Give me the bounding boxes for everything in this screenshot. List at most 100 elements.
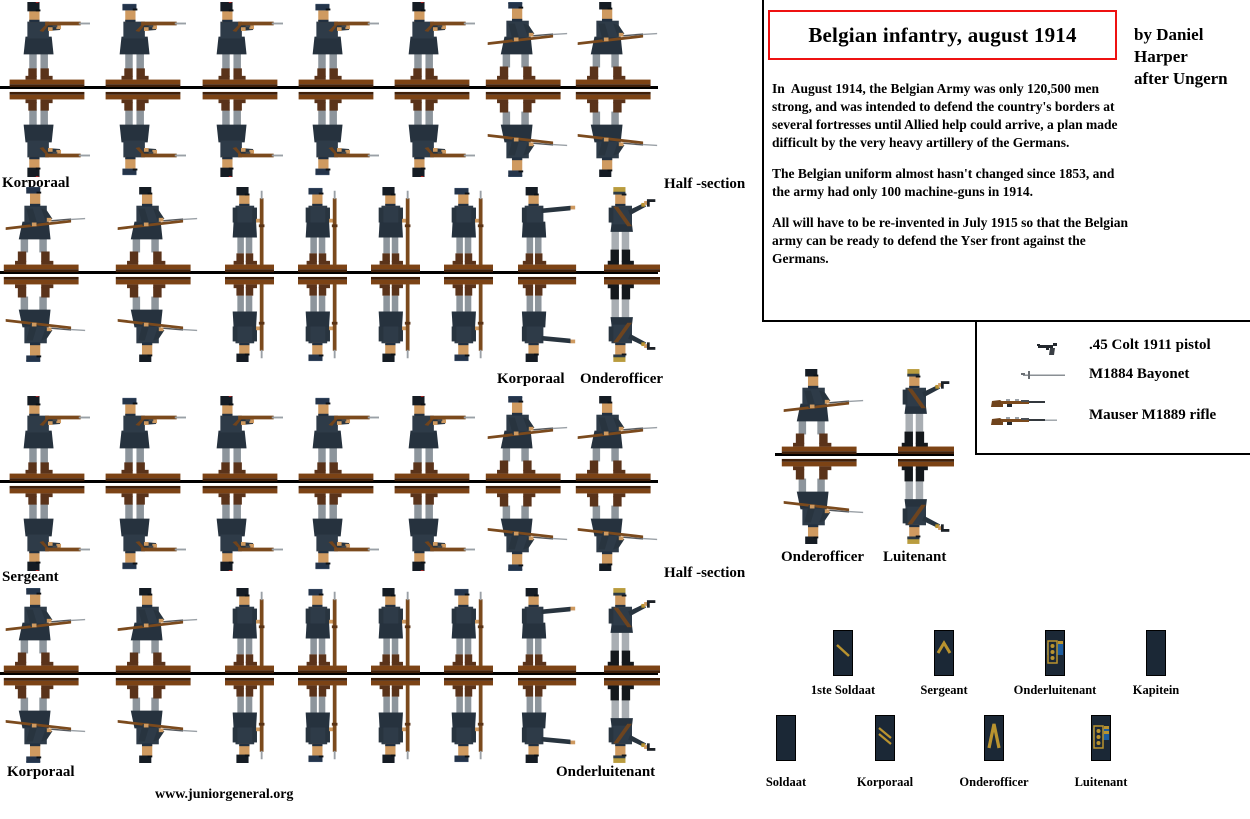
rank-insignia-badge — [1045, 630, 1065, 676]
soldier-sprite-mirrored — [444, 677, 494, 763]
soldier-sprite — [224, 588, 274, 674]
rifle-icon — [991, 399, 1057, 425]
weapon-label-pistol: .45 Colt 1911 pistol — [1089, 337, 1211, 353]
soldier-sprite — [485, 396, 567, 482]
figure-advance — [112, 187, 200, 362]
figure-row-3 — [0, 396, 660, 571]
soldier-sprite-mirrored — [575, 485, 658, 571]
figure-attention — [371, 588, 421, 763]
soldier-sprite — [202, 396, 283, 482]
soldier-sprite-mirrored — [394, 485, 476, 571]
soldier-sprite-mirrored — [3, 677, 86, 763]
figure-attention — [371, 187, 421, 362]
soldier-sprite — [202, 2, 283, 88]
command-pair — [775, 369, 954, 544]
rank-insignia-label: Kapitein — [1132, 683, 1180, 697]
soldier-sprite — [105, 397, 187, 482]
soldier-sprite — [485, 2, 567, 88]
row2-label-onderofficer: Onderofficer — [580, 371, 664, 387]
soldier-sprite-mirrored — [781, 458, 864, 544]
soldier-sprite-mirrored — [485, 485, 567, 571]
soldier-sprite-mirrored — [297, 677, 347, 763]
title-box: Belgian infantry, august 1914 — [768, 10, 1117, 60]
soldier-sprite — [371, 588, 421, 674]
row3-label-half-section: Half -section — [664, 565, 746, 581]
rank-insignia-1ste-soldaat: 1ste Soldaat — [778, 630, 908, 698]
soldier-sprite-mirrored — [297, 276, 347, 362]
figure-advance — [572, 396, 660, 571]
soldier-sprite-mirrored — [371, 276, 421, 362]
rank-insignia-badge — [1091, 715, 1111, 761]
soldier-sprite-mirrored — [202, 91, 283, 177]
soldier-sprite-mirrored — [517, 677, 576, 763]
soldier-sprite-mirrored — [298, 91, 379, 176]
weapon-label-rifle: Mauser M1889 rifle — [1089, 407, 1217, 423]
soldier-sprite-mirrored — [517, 276, 576, 362]
byline-line: after Ungern — [1134, 69, 1228, 88]
soldier-sprite — [517, 588, 576, 674]
rank-insignia-label: Soldaat — [765, 775, 807, 789]
rank-insignia-badge — [875, 715, 895, 761]
figure-firing — [385, 396, 479, 571]
soldier-sprite — [9, 396, 90, 482]
soldier-sprite — [105, 3, 187, 88]
rank-insignia-label: Onderofficer — [959, 775, 1029, 789]
soldier-sprite — [444, 588, 494, 674]
figure-firing — [193, 396, 287, 571]
figure-attention — [224, 588, 274, 763]
row1-label-korporaal: Korporaal — [2, 175, 70, 191]
soldier-sprite-mirrored — [371, 677, 421, 763]
figure-advance — [572, 2, 660, 177]
description-paragraph: The Belgian uniform almost hasn't change… — [772, 166, 1118, 199]
fold-line — [0, 672, 658, 675]
weapon-label-bayonet: M1884 Bayonet — [1089, 366, 1190, 382]
soldier-sprite-mirrored — [9, 91, 90, 177]
figure-pointing — [517, 187, 580, 362]
site-url: www.juniorgeneral.org — [155, 787, 294, 802]
figure-officer — [898, 369, 954, 544]
figure-firing — [385, 2, 479, 177]
soldier-sprite — [517, 187, 576, 273]
soldier-sprite-mirrored — [485, 91, 567, 177]
soldier-sprite-mirrored — [105, 485, 187, 570]
rank-insignia-label: Onderluitenant — [1013, 683, 1097, 697]
rank-insignia-badge — [934, 630, 954, 676]
rank-insignia-label: Sergeant — [920, 683, 968, 697]
fold-line — [0, 271, 658, 274]
figure-advance — [778, 369, 866, 544]
row3-label-sergeant: Sergeant — [2, 569, 59, 585]
soldier-sprite — [781, 369, 864, 455]
figure-attention — [297, 588, 347, 763]
soldier-sprite-mirrored — [224, 677, 274, 763]
figure-row-1 — [0, 2, 660, 177]
soldier-sprite — [297, 588, 347, 674]
soldier-sprite — [3, 187, 86, 273]
fold-line — [0, 86, 658, 89]
soldier-sprite-mirrored — [394, 91, 476, 177]
soldier-sprite — [116, 588, 198, 674]
soldier-sprite — [394, 2, 476, 88]
row4-label-korporaal: Korporaal — [7, 764, 75, 780]
byline: by Daniel Harper after Ungern — [1134, 24, 1250, 90]
pistol-icon — [1037, 343, 1057, 355]
soldier-sprite — [898, 369, 954, 454]
pair-label-luitenant: Luitenant — [883, 549, 947, 565]
soldier-sprite — [394, 396, 476, 482]
soldier-sprite — [603, 187, 660, 272]
soldier-sprite — [575, 2, 658, 88]
row1-label-half-section: Half -section — [664, 176, 746, 192]
description-paragraph: All will have to be re-invented in July … — [772, 215, 1132, 266]
byline-line: Harper — [1134, 47, 1188, 66]
figure-officer — [603, 187, 660, 362]
soldier-sprite-mirrored — [202, 485, 283, 571]
soldier-sprite — [575, 396, 658, 482]
page-title: Belgian infantry, august 1914 — [808, 22, 1077, 47]
rank-insignia-badge — [984, 715, 1004, 761]
figure-advance — [0, 187, 88, 362]
pair-label-onderofficer: Onderofficer — [781, 549, 865, 565]
soldier-sprite — [298, 397, 379, 482]
soldier-sprite-mirrored — [9, 485, 90, 571]
soldier-sprite-mirrored — [116, 677, 198, 763]
soldier-sprite-mirrored — [298, 485, 379, 570]
byline-line: by Daniel — [1134, 25, 1204, 44]
